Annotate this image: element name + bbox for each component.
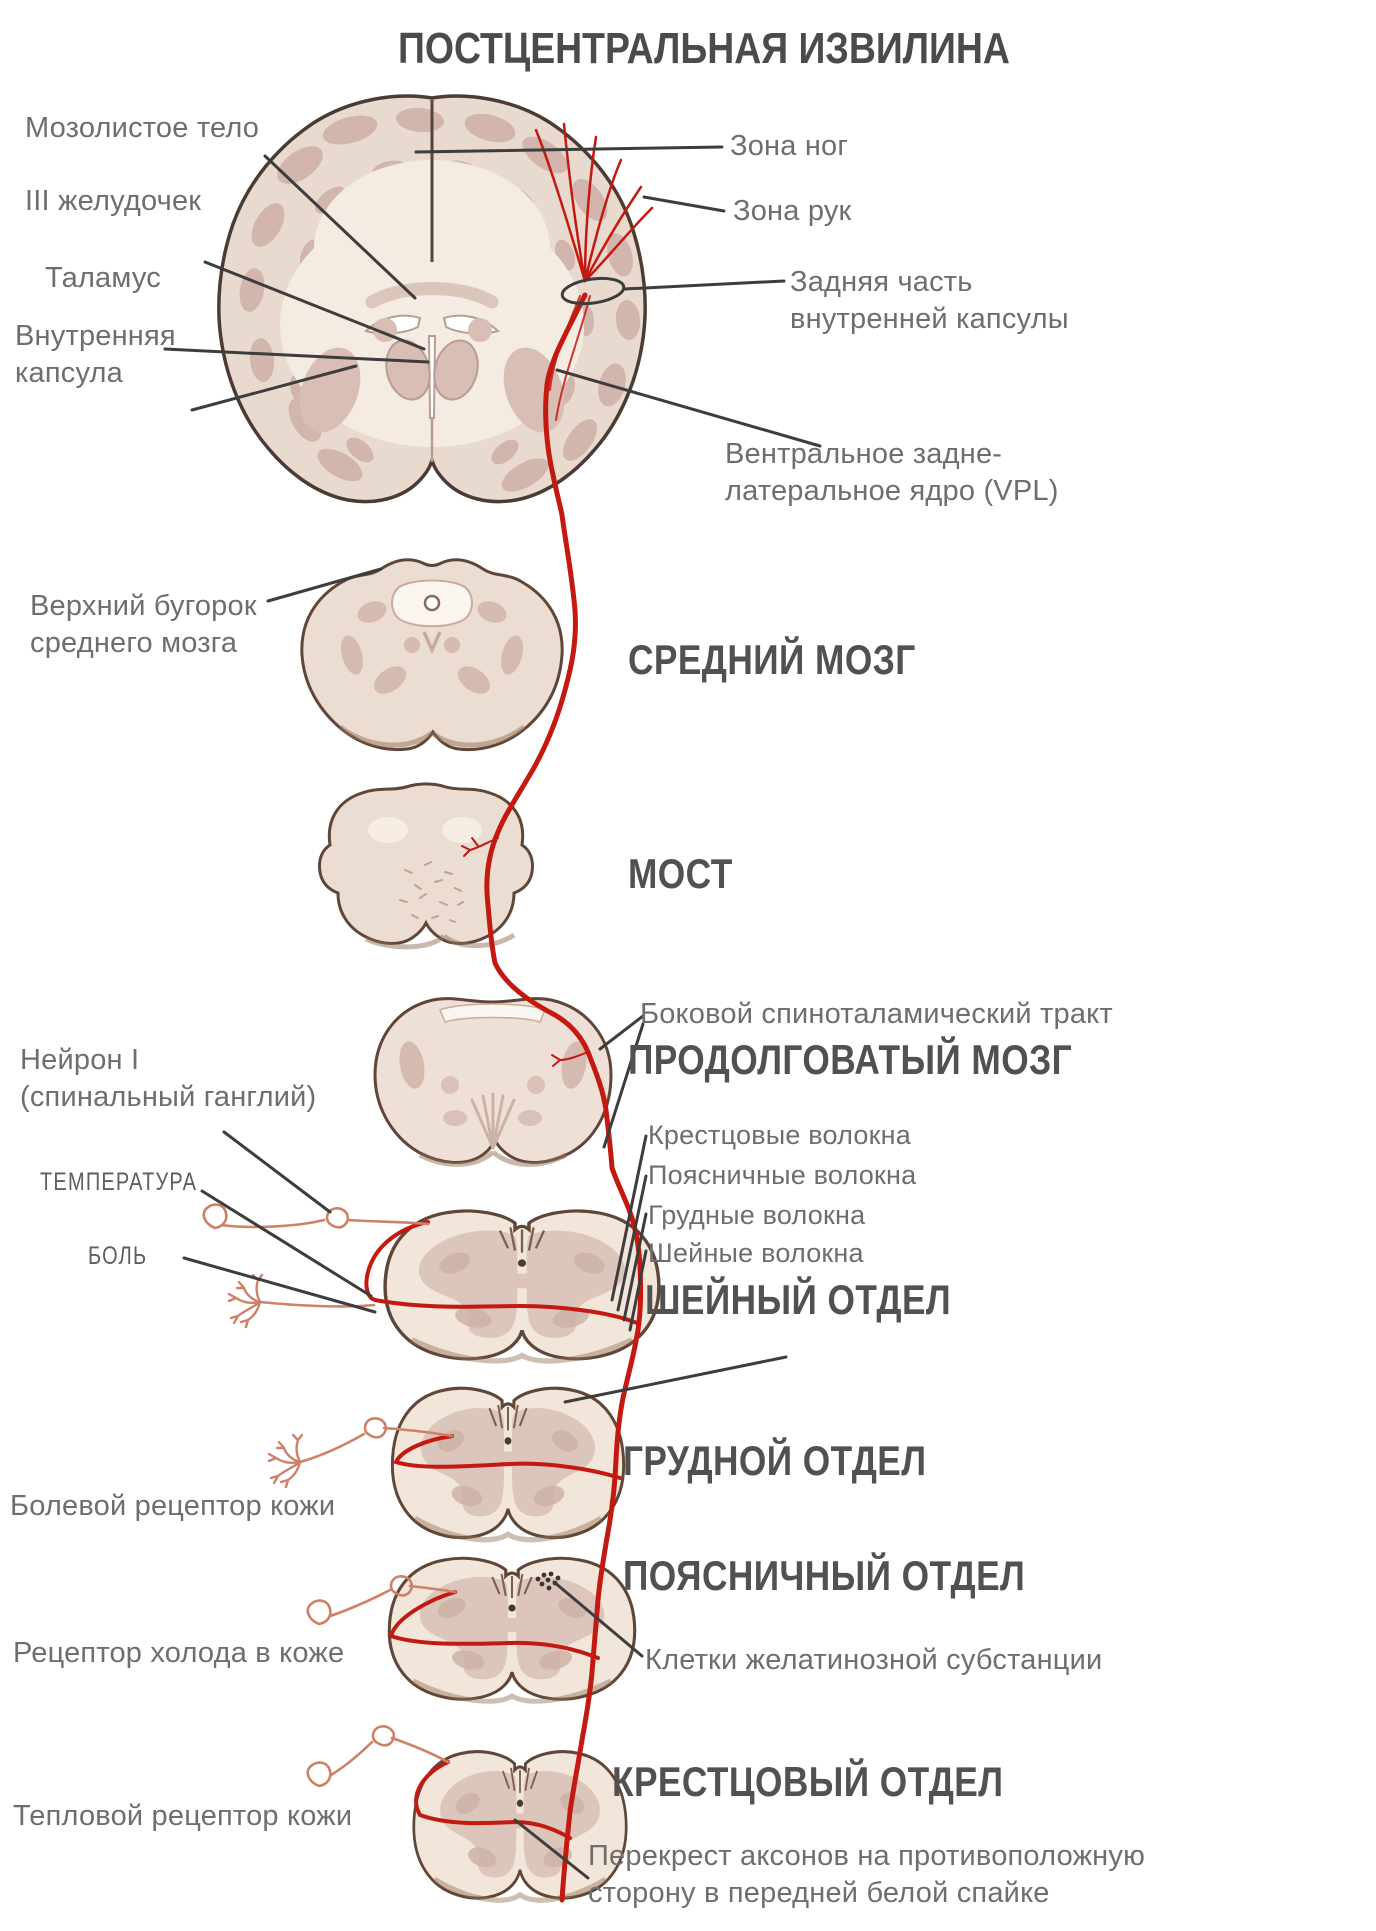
cold-receptor-ending: [306, 1599, 332, 1626]
pons-header: МОСТ: [628, 850, 733, 897]
corpus-callosum-label: Мозолистое тело: [25, 112, 260, 144]
pain-receptor-ending: [227, 1273, 264, 1329]
temperature-receptor-ending: [202, 1203, 228, 1230]
vpl-label: Вентральное задне- латеральное ядро (VPL…: [725, 438, 1059, 508]
pain-label: БОЛЬ: [88, 1242, 148, 1270]
neuron1-label: Нейрон I (спинальный ганглий): [20, 1044, 317, 1114]
thalamus-line: [163, 347, 430, 364]
superior-colliculus-line: [266, 567, 383, 603]
neuron1-line: [222, 1130, 332, 1214]
posterior-capsule-line: [622, 279, 786, 291]
lumbar-fibers-line: [616, 1174, 648, 1312]
thoracic-header: ГРУДНОЙ ОТДЕЛ: [623, 1437, 927, 1484]
sacral-spinal-ganglion: [371, 1725, 396, 1747]
thoracic-region-line: [563, 1355, 788, 1404]
heat-receptor-label: Тепловой рецептор кожи: [13, 1800, 353, 1832]
pain-line: [182, 1256, 377, 1314]
cervical-fibers-line: [628, 1249, 648, 1332]
leg-zone-label: Зона ног: [730, 130, 849, 162]
third-ventricle-label: III желудочек: [25, 185, 202, 217]
page-title: ПОСТЦЕНТРАЛЬНАЯ ИЗВИЛИНА: [398, 24, 1010, 73]
medulla-header: ПРОДОЛГОВАТЫЙ МОЗГ: [628, 1036, 1073, 1083]
corpus-callosum-line: [263, 154, 417, 300]
cervical-cord-section: [385, 1211, 659, 1361]
sacral-fibers-line: [610, 1134, 648, 1302]
thoracic-spinal-ganglion: [363, 1417, 388, 1439]
third-ventricle-line: [203, 260, 426, 351]
decussation-label: Перекрест аксонов на противоположную сто…: [588, 1840, 1146, 1910]
cervical-header: ШЕЙНЫЙ ОТДЕЛ: [645, 1276, 952, 1323]
posterior-capsule-label: Задняя часть внутренней капсулы: [790, 266, 1069, 336]
cold-receptor-label: Рецептор холода в коже: [13, 1637, 345, 1669]
brain-coronal-section: [217, 94, 647, 504]
internal-capsule-line: [190, 364, 358, 412]
posterior-capsule-circle: [560, 276, 626, 306]
pain-receptor-label: Болевой рецептор кожи: [10, 1490, 336, 1522]
spinothalamic-tract-label: Боковой спиноталамический тракт: [640, 998, 1113, 1030]
decussation-line: [513, 1818, 590, 1880]
gelatinosa-label: Клетки желатинозной субстанции: [645, 1644, 1103, 1676]
medulla-section: [373, 997, 613, 1167]
internal-capsule-label: Внутренняя капсула: [15, 320, 176, 390]
midbrain-section: [300, 558, 564, 752]
superior-colliculus-label: Верхний бугорок среднего мозга: [30, 590, 257, 660]
pointer-lines: [163, 145, 822, 1880]
arm-zone-label: Зона рук: [733, 195, 852, 227]
thoracic-fibers-label: Грудные волокна: [648, 1200, 866, 1230]
lumbar-header: ПОЯСНИЧНЫЙ ОТДЕЛ: [623, 1552, 1026, 1599]
tract-line-lower: [602, 1022, 645, 1149]
heat-receptor-ending: [306, 1761, 332, 1788]
thalamus-label: Таламус: [45, 262, 161, 294]
lumbar-fibers-label: Поясничные волокна: [648, 1160, 917, 1190]
cervical-fibers-label: Шейные волокна: [648, 1238, 864, 1268]
temperature-label: ТЕМПЕРАТУРА: [40, 1168, 198, 1196]
midbrain-header: СРЕДНИЙ МОЗГ: [628, 636, 916, 683]
tract-line-upper: [598, 1014, 645, 1051]
leg-zone-line: [414, 145, 724, 154]
temperature-line: [200, 1189, 373, 1298]
skin-pain-receptor: [267, 1433, 304, 1489]
sacral-fibers-label: Крестцовые волокна: [648, 1120, 911, 1150]
thoracic-fibers-line: [622, 1212, 648, 1322]
gelatinosa-line: [552, 1580, 644, 1658]
pons-section: [318, 782, 534, 950]
vpl-line: [555, 368, 822, 448]
arm-zone-line: [642, 195, 726, 213]
spinothalamic-tract-path: [364, 122, 654, 1903]
sacral-header: КРЕСТЦОВЫЙ ОТДЕЛ: [612, 1758, 1004, 1805]
